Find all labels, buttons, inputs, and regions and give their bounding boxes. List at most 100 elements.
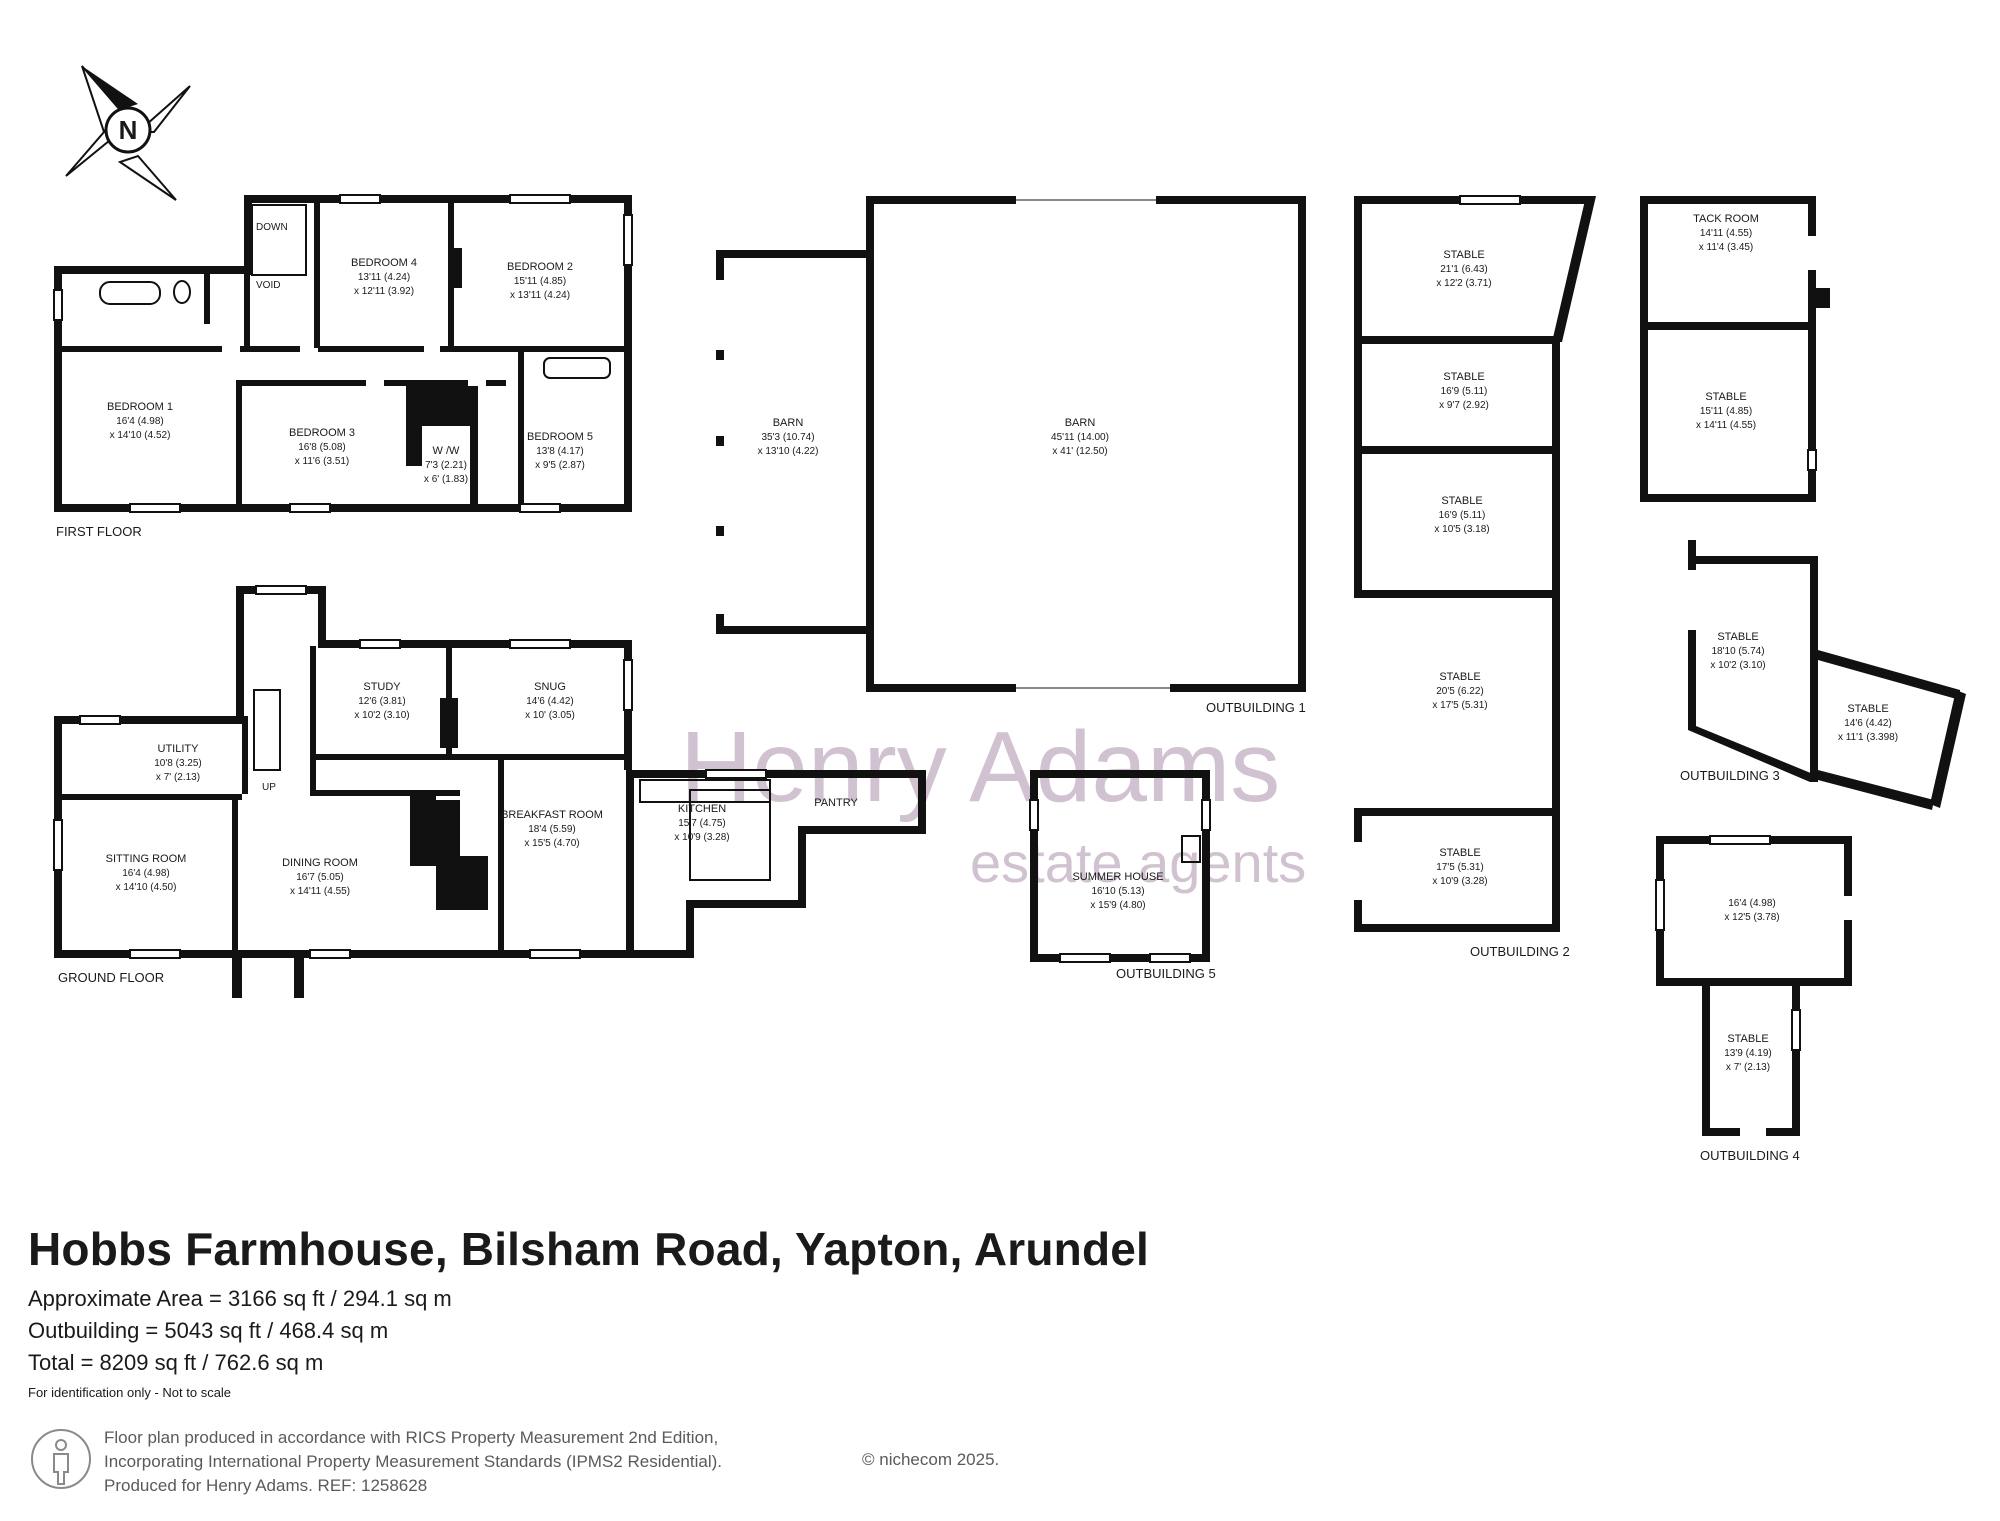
stable-g-dim1: 18'10 (5.74) xyxy=(1711,646,1764,657)
stable-b-dim2: x 9'7 (2.92) xyxy=(1439,400,1489,411)
kitchen-dim2: x 10'9 (3.28) xyxy=(674,832,729,843)
dining-room-dim2: x 14'11 (4.55) xyxy=(290,886,350,897)
stable-c-dim2: x 10'5 (3.18) xyxy=(1434,524,1489,535)
stable-b-name: STABLE xyxy=(1443,371,1484,383)
bedroom-3-name: BEDROOM 3 xyxy=(289,427,355,439)
bedroom-5-name: BEDROOM 5 xyxy=(527,431,593,443)
outbuilding-2-label: OUTBUILDING 2 xyxy=(1470,944,1570,959)
breakfast-room-dim2: x 15'5 (4.70) xyxy=(524,838,579,849)
ww-dim1: 7'3 (2.21) xyxy=(425,460,467,471)
utility-name: UTILITY xyxy=(158,743,200,755)
barn-2-dim1: 45'11 (14.00) xyxy=(1051,432,1109,443)
sitting-room-dim2: x 14'10 (4.50) xyxy=(116,882,177,893)
ground-floor-plan: UP STUDY 12'6 (3.81) x 10'2 (3.10) SNUG … xyxy=(53,585,926,998)
outbuilding-3-label: OUTBUILDING 3 xyxy=(1680,768,1780,783)
stable-f-dim2: x 14'11 (4.55) xyxy=(1696,420,1756,431)
bedroom-4-name: BEDROOM 4 xyxy=(351,257,417,269)
summer-house-dim2: x 15'9 (4.80) xyxy=(1090,900,1145,911)
barn-1-dim1: 35'3 (10.74) xyxy=(761,432,814,443)
marker-void: VOID xyxy=(256,280,280,291)
stable-b-dim1: 16'9 (5.11) xyxy=(1441,386,1488,397)
stable-f-dim1: 15'11 (4.85) xyxy=(1700,406,1752,417)
bedroom-2-dim1: 15'11 (4.85) xyxy=(514,276,566,287)
outbuilding-2-plan: STABLE 21'1 (6.43) x 12'2 (3.71) STABLE … xyxy=(1354,195,1596,959)
stable-g-dim2: x 10'2 (3.10) xyxy=(1710,660,1765,671)
stable-c-name: STABLE xyxy=(1441,495,1482,507)
person-icon xyxy=(31,1429,91,1489)
stable-h-dim1: 14'6 (4.42) xyxy=(1844,718,1892,729)
stable-i-dim1: 13'9 (4.19) xyxy=(1724,1048,1772,1059)
stable-a-dim2: x 12'2 (3.71) xyxy=(1436,278,1491,289)
ww-name: W /W xyxy=(433,445,460,457)
first-floor-label: FIRST FLOOR xyxy=(56,524,142,539)
sitting-room-name: SITTING ROOM xyxy=(106,853,187,865)
rics-line-2: Incorporating International Property Mea… xyxy=(104,1452,722,1471)
outbuilding-area: Outbuilding = 5043 sq ft / 468.4 sq m xyxy=(28,1318,389,1343)
ob4-room-dim1: 16'4 (4.98) xyxy=(1728,898,1776,909)
bedroom-2-name: BEDROOM 2 xyxy=(507,261,573,273)
barn-1-name: BARN xyxy=(773,417,804,429)
summer-house-name: SUMMER HOUSE xyxy=(1072,871,1163,883)
rics-statement: Floor plan produced in accordance with R… xyxy=(104,1426,722,1498)
stable-d-name: STABLE xyxy=(1439,671,1480,683)
pantry-name: PANTRY xyxy=(814,797,858,809)
outbuilding-1-plan: BARN 35'3 (10.74) x 13'10 (4.22) BARN 45… xyxy=(716,196,1306,715)
stable-a-dim1: 21'1 (6.43) xyxy=(1440,264,1488,275)
snug-dim1: 14'6 (4.42) xyxy=(526,696,574,707)
tack-room-dim2: x 11'4 (3.45) xyxy=(1699,242,1754,253)
compass-label: N xyxy=(119,115,138,145)
sitting-room-dim1: 16'4 (4.98) xyxy=(122,868,170,879)
rics-line-3: Produced for Henry Adams. REF: 1258628 xyxy=(104,1476,428,1495)
stable-a-name: STABLE xyxy=(1443,249,1484,261)
dining-room-name: DINING ROOM xyxy=(282,857,358,869)
stable-e-dim2: x 10'9 (3.28) xyxy=(1432,876,1487,887)
bedroom-3-dim1: 16'8 (5.08) xyxy=(298,442,346,453)
stable-d-dim1: 20'5 (6.22) xyxy=(1436,686,1484,697)
study-name: STUDY xyxy=(363,681,401,693)
outbuilding-5-plan: SUMMER HOUSE 16'10 (5.13) x 15'9 (4.80) … xyxy=(1029,770,1216,981)
bedroom-4-dim1: 13'11 (4.24) xyxy=(358,272,410,283)
bedroom-5-dim1: 13'8 (4.17) xyxy=(536,446,584,457)
north-compass-icon: N xyxy=(65,65,191,201)
stable-i-dim2: x 7' (2.13) xyxy=(1726,1062,1770,1073)
outbuilding-4-label: OUTBUILDING 4 xyxy=(1700,1148,1800,1163)
ground-floor-label: GROUND FLOOR xyxy=(58,970,164,985)
stable-f-name: STABLE xyxy=(1705,391,1746,403)
barn-2-dim2: x 41' (12.50) xyxy=(1052,446,1107,457)
bedroom-4-dim2: x 12'11 (3.92) xyxy=(354,286,414,297)
bedroom-1-name: BEDROOM 1 xyxy=(107,401,173,413)
stable-h-dim2: x 11'1 (3.398) xyxy=(1838,732,1898,743)
outbuilding-4-plan: 16'4 (4.98) x 12'5 (3.78) STABLE 13'9 (4… xyxy=(1655,835,1852,1163)
stable-d-dim2: x 17'5 (5.31) xyxy=(1432,700,1487,711)
copyright: © nichecom 2025. xyxy=(862,1450,1000,1469)
ob4-room-dim2: x 12'5 (3.78) xyxy=(1724,912,1779,923)
utility-dim1: 10'8 (3.25) xyxy=(154,758,202,769)
barn-2-name: BARN xyxy=(1065,417,1096,429)
study-dim1: 12'6 (3.81) xyxy=(358,696,406,707)
outbuilding-5-label: OUTBUILDING 5 xyxy=(1116,966,1216,981)
bedroom-1-dim2: x 14'10 (4.52) xyxy=(110,430,171,441)
bedroom-3-dim2: x 11'6 (3.51) xyxy=(295,456,350,467)
stable-e-dim1: 17'5 (5.31) xyxy=(1436,862,1484,873)
bedroom-1-dim1: 16'4 (4.98) xyxy=(116,416,164,427)
kitchen-name: KITCHEN xyxy=(678,803,726,815)
snug-dim2: x 10' (3.05) xyxy=(525,710,575,721)
approximate-area: Approximate Area = 3166 sq ft / 294.1 sq… xyxy=(28,1286,452,1311)
property-title: Hobbs Farmhouse, Bilsham Road, Yapton, A… xyxy=(28,1223,1150,1275)
stable-i-name: STABLE xyxy=(1727,1033,1768,1045)
breakfast-room-dim1: 18'4 (5.59) xyxy=(528,824,576,835)
summer-house-dim1: 16'10 (5.13) xyxy=(1091,886,1144,897)
ww-dim2: x 6' (1.83) xyxy=(424,474,468,485)
total-area: Total = 8209 sq ft / 762.6 sq m xyxy=(28,1350,324,1375)
tack-room-dim1: 14'11 (4.55) xyxy=(1700,228,1752,239)
breakfast-room-name: BREAKFAST ROOM xyxy=(501,809,603,821)
tack-room-name: TACK ROOM xyxy=(1693,213,1759,225)
outbuilding-3-plan: TACK ROOM 14'11 (4.55) x 11'4 (3.45) STA… xyxy=(1640,196,1966,810)
snug-name: SNUG xyxy=(534,681,566,693)
first-floor-plan: DOWN VOID BEDROOM 1 16'4 (4.98) x 14'10 … xyxy=(53,194,633,539)
barn-1-dim2: x 13'10 (4.22) xyxy=(758,446,819,457)
stable-e-name: STABLE xyxy=(1439,847,1480,859)
identification-note: For identification only - Not to scale xyxy=(28,1385,232,1400)
study-dim2: x 10'2 (3.10) xyxy=(354,710,409,721)
stable-h-name: STABLE xyxy=(1847,703,1888,715)
